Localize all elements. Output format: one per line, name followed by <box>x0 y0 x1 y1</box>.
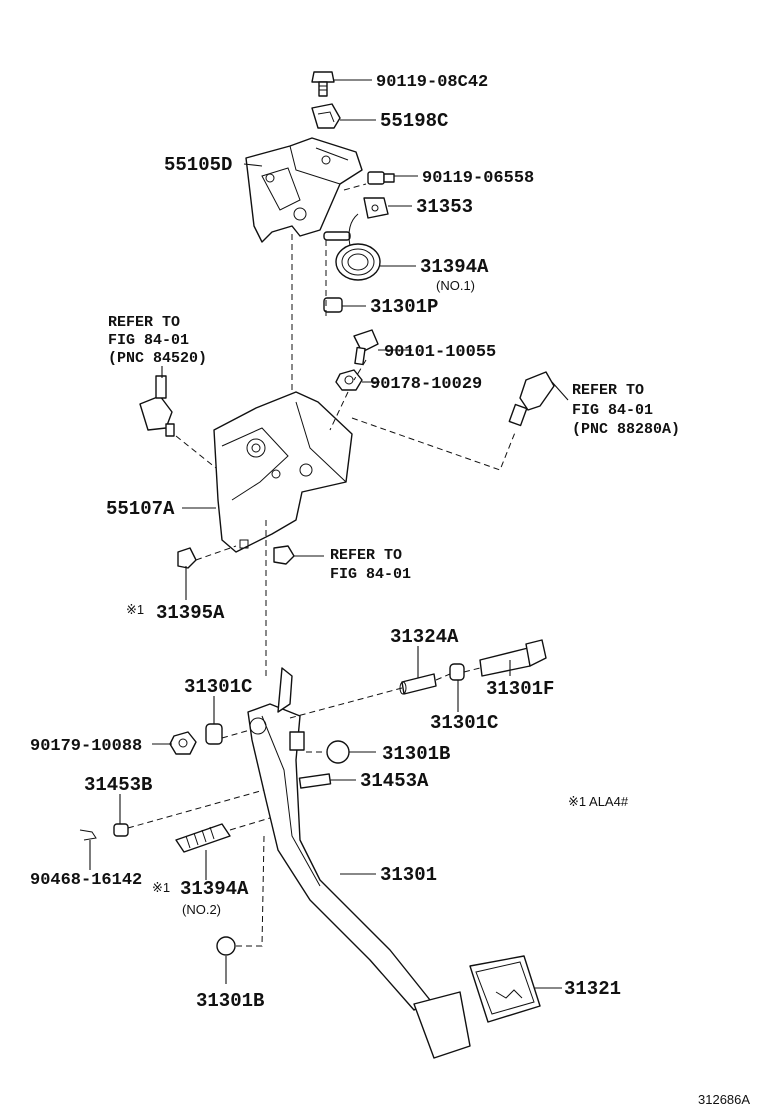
label-90119-06558: 90119-06558 <box>422 169 534 188</box>
label-31394A-no2-note: (NO.2) <box>182 902 221 917</box>
pipe-31324A-drawing <box>399 673 437 695</box>
spring-31394A-no1-drawing <box>323 213 381 281</box>
bush-31301C-left-drawing <box>205 723 223 745</box>
switch-pnc88280A-drawing <box>508 371 555 427</box>
cushion-31395A-drawing <box>177 547 197 569</box>
label-55105D: 55105D <box>164 154 232 176</box>
label-90101-10055: 90101-10055 <box>384 343 496 362</box>
bolt-90119-06558-drawing <box>367 171 395 185</box>
asterisk-mark-31395A: ※1 <box>126 602 144 617</box>
nut-refer-drawing <box>273 545 295 565</box>
assembly-lines <box>127 183 517 947</box>
refer-nut-line1: REFER TO <box>330 547 402 564</box>
label-31301B-upper: 31301B <box>382 743 450 765</box>
bush-31301P-drawing <box>323 297 343 313</box>
footnote-ala4: ※1 ALA4# <box>568 794 629 809</box>
clip-55198C-drawing <box>311 103 341 129</box>
switch-pnc84520-drawing <box>139 375 175 437</box>
nut-90178-10029-drawing <box>335 369 363 391</box>
figure-id: 312686A <box>698 1092 750 1107</box>
refer-nut-line2: FIG 84-01 <box>330 566 411 583</box>
label-31353: 31353 <box>416 196 473 218</box>
label-90178-10029: 90178-10029 <box>370 375 482 394</box>
label-31394A-no1-note: (NO.1) <box>436 278 475 293</box>
bush-31301C-right-drawing <box>449 663 465 681</box>
refer-84520-line1: REFER TO <box>108 314 180 331</box>
refer-88280A-line1: REFER TO <box>572 382 644 399</box>
bolt-90119-08C42-drawing <box>311 71 335 97</box>
nut-90179-10088-drawing <box>169 731 197 755</box>
label-31453B: 31453B <box>84 774 152 796</box>
ball-31301B-lower-drawing <box>216 936 236 956</box>
pedal-pad-drawing <box>413 991 471 1059</box>
label-90119-08C42: 90119-08C42 <box>376 73 488 92</box>
label-31395A: 31395A <box>156 602 225 624</box>
label-31394A-no2: 31394A <box>180 878 249 900</box>
label-31301B-lower: 31301B <box>196 990 264 1012</box>
asterisk-mark-31394A: ※1 <box>152 880 170 895</box>
label-55198C: 55198C <box>380 110 448 132</box>
collar-31353-drawing <box>363 197 389 219</box>
clip-90468-16142-drawing <box>79 829 97 841</box>
leader-lines <box>89 79 569 989</box>
bolt-31453A-drawing <box>298 773 332 789</box>
label-31301C-left: 31301C <box>184 676 252 698</box>
spring-31394A-no2-drawing <box>175 823 231 853</box>
pin-31453B-drawing <box>113 823 129 837</box>
label-31301C-right: 31301C <box>430 712 498 734</box>
pad-cover-31321-drawing <box>469 955 541 1023</box>
ball-31301B-drawing <box>326 740 350 764</box>
refer-88280A-line2: FIG 84-01 <box>572 402 653 419</box>
label-31394A-no1: 31394A <box>420 256 489 278</box>
label-31301F: 31301F <box>486 678 554 700</box>
label-31321: 31321 <box>564 978 621 1000</box>
label-31301P: 31301P <box>370 296 438 318</box>
label-31324A: 31324A <box>390 626 459 648</box>
refer-84520-line2: FIG 84-01 <box>108 332 189 349</box>
pedal-arm-31301-drawing <box>247 667 431 1011</box>
label-90468-16142: 90468-16142 <box>30 871 142 890</box>
refer-88280A-line3: (PNC 88280A) <box>572 421 680 438</box>
refer-84520-line3: (PNC 84520) <box>108 350 207 367</box>
label-90179-10088: 90179-10088 <box>30 737 142 756</box>
label-31453A: 31453A <box>360 770 429 792</box>
bolt-90101-10055-drawing <box>353 329 379 366</box>
label-31301: 31301 <box>380 864 437 886</box>
bracket-55105D-drawing <box>245 137 363 243</box>
bracket-55107A-drawing <box>213 391 353 553</box>
bolt-31301F-drawing <box>479 639 547 677</box>
label-55107A: 55107A <box>106 498 175 520</box>
